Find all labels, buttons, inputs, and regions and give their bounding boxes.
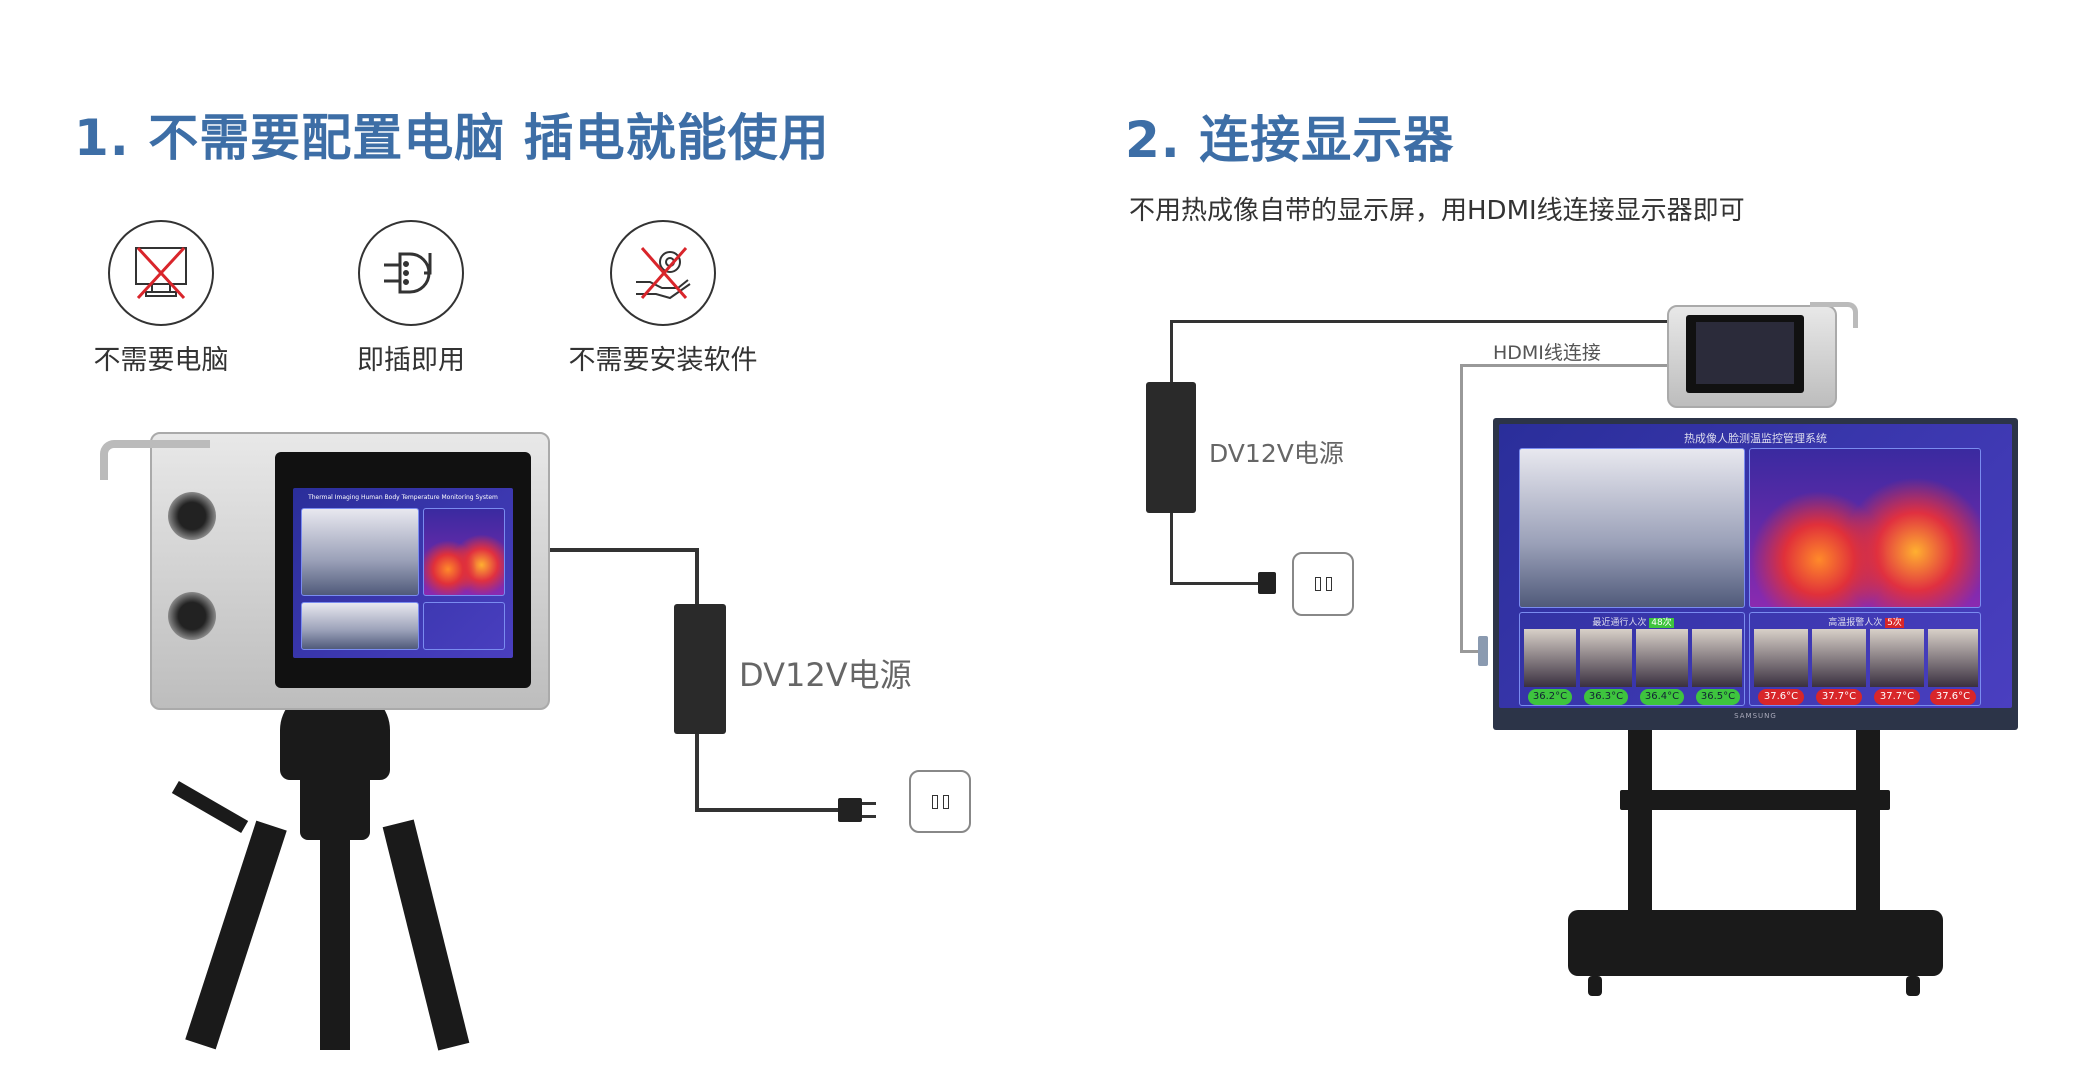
temp-badge: 36.2°C [1528, 689, 1572, 705]
recent-label: 最近通行人次 [1592, 618, 1647, 628]
camera-feed [1519, 448, 1745, 608]
monitor-brand: SAMSUNG [1734, 712, 1777, 720]
system-title: 热成像人脸测温监控管理系统 [1684, 432, 1827, 445]
power-label: DV12V电源 [1209, 439, 1344, 468]
recent-panel: 最近通行人次 48次 36.2°C 36.3°C 36.4°C 36.5°C [1519, 612, 1745, 706]
recent-count: 48次 [1649, 618, 1674, 628]
feature-label: 不需要电脑 [93, 345, 229, 376]
temp-badge: 37.6°C [1758, 689, 1804, 705]
power-outlet [909, 770, 971, 833]
power-plug [1258, 572, 1276, 594]
temp-badge: 37.6°C [1930, 689, 1976, 705]
thermal-feed [1749, 448, 1981, 608]
temp-badge: 37.7°C [1874, 689, 1920, 705]
power-adapter [1146, 382, 1196, 513]
power-outlet [1292, 552, 1354, 616]
hdmi-label: HDMI线连接 [1493, 342, 1601, 364]
temp-badge: 36.4°C [1640, 689, 1684, 705]
alarm-label: 高温报警人次 [1828, 618, 1883, 628]
section2-subtitle: 不用热成像自带的显示屏，用HDMI线连接显示器即可 [1129, 196, 1745, 226]
power-label: DV12V电源 [739, 656, 912, 694]
alarm-panel: 高温报警人次 5次 37.6°C 37.7°C 37.7°C 37.6°C [1749, 612, 1981, 706]
section2-title: 2. 连接显示器 [1125, 111, 1455, 169]
stand-base [1568, 910, 1943, 976]
no-computer-icon [108, 220, 214, 326]
feature-label: 即插即用 [357, 345, 465, 376]
feature-label: 不需要安装软件 [568, 345, 758, 376]
hdmi-connector [1478, 636, 1488, 666]
temp-badge: 36.5°C [1696, 689, 1740, 705]
device-screen-title: Thermal Imaging Human Body Temperature M… [308, 494, 498, 501]
power-plug [838, 798, 862, 822]
alarm-count: 5次 [1885, 618, 1904, 628]
power-adapter [674, 604, 726, 734]
plug-icon [358, 220, 464, 326]
monitor: 热成像人脸测温监控管理系统 最近通行人次 48次 36.2°C 36.3°C 3… [1493, 418, 2018, 730]
no-software-icon [610, 220, 716, 326]
section1-title: 1. 不需要配置电脑 插电就能使用 [74, 109, 830, 167]
tripod [171, 690, 490, 1051]
device-screen: Thermal Imaging Human Body Temperature M… [275, 452, 531, 688]
temp-badge: 36.3°C [1584, 689, 1628, 705]
temp-badge: 37.7°C [1816, 689, 1862, 705]
